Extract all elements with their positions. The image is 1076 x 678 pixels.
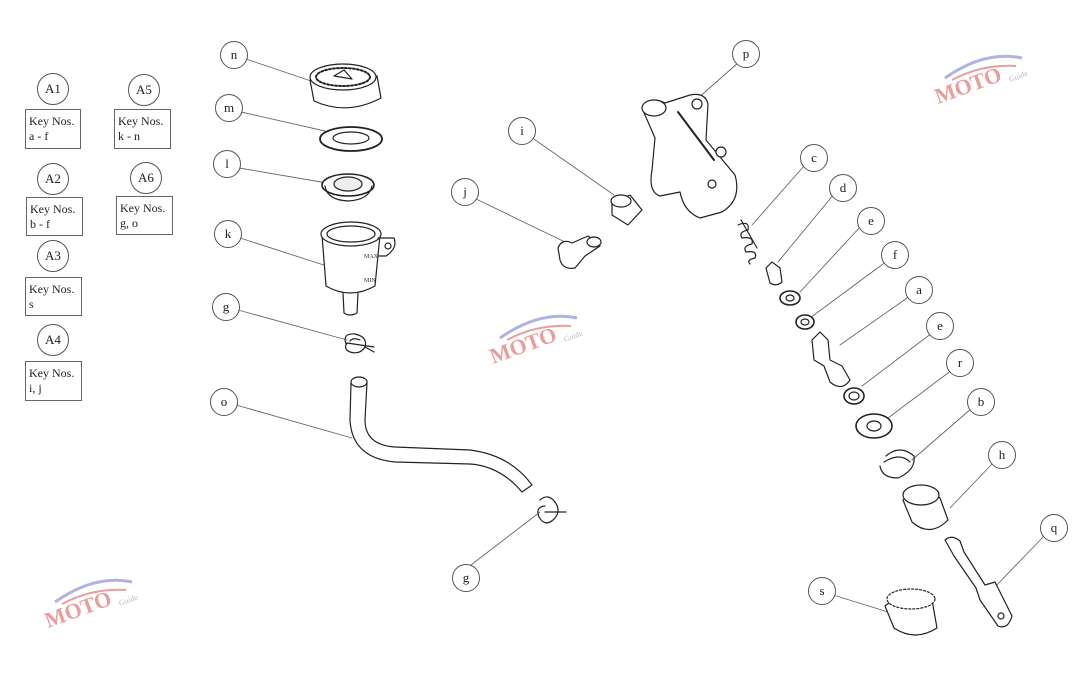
kit-line: s bbox=[29, 297, 34, 311]
part-m-washer bbox=[319, 126, 383, 152]
kit-id: A1 bbox=[37, 73, 69, 105]
leader-lines bbox=[235, 58, 1046, 613]
svg-text:MAX: MAX bbox=[364, 254, 379, 260]
kit-line: Key Nos. bbox=[118, 114, 164, 128]
part-n-reservoir-cap bbox=[309, 63, 382, 109]
kit-id: A3 bbox=[37, 240, 69, 272]
part-h-cap bbox=[902, 484, 949, 531]
watermark-logo: MOTO Guide bbox=[931, 54, 1030, 109]
part-i-boot bbox=[610, 194, 643, 226]
watermark-mark: MOTO bbox=[931, 62, 1005, 109]
part-a-piston bbox=[811, 331, 851, 388]
part-r-washer bbox=[855, 413, 893, 439]
watermark-sub: Guide bbox=[563, 329, 585, 344]
part-g-clip-upper bbox=[344, 333, 375, 354]
kit-line: g, o bbox=[120, 216, 138, 230]
svg-text:MIN: MIN bbox=[364, 278, 376, 284]
kit-line: i, j bbox=[29, 381, 42, 395]
kit-line: Key Nos. bbox=[29, 114, 75, 128]
part-e-seal-2 bbox=[843, 387, 865, 405]
callout-n: n bbox=[220, 41, 248, 69]
kit-description: Key Nos. a - f bbox=[25, 109, 81, 149]
kit-line: Key Nos. bbox=[29, 366, 75, 380]
part-g-clip-lower bbox=[537, 496, 567, 524]
watermark-mark: MOTO bbox=[486, 322, 560, 369]
watermark-sub: Guide bbox=[1008, 69, 1030, 84]
callout-h: h bbox=[988, 441, 1016, 469]
callout-a: a bbox=[905, 276, 933, 304]
watermark-sub: Guide bbox=[118, 593, 140, 608]
part-o-hose bbox=[349, 376, 533, 493]
callout-r: r bbox=[946, 349, 974, 377]
callout-g: g bbox=[212, 293, 240, 321]
kit-description: Key Nos. b - f bbox=[26, 197, 83, 236]
callout-p: p bbox=[732, 40, 760, 68]
callout-c: c bbox=[800, 144, 828, 172]
kit-id: A4 bbox=[37, 324, 69, 356]
kit-id: A6 bbox=[130, 162, 162, 194]
watermark-logo: MOTO Guide bbox=[41, 578, 140, 633]
callout-g-lower: g bbox=[452, 564, 480, 592]
kit-description: Key Nos. k - n bbox=[114, 109, 171, 149]
part-j-fitting bbox=[557, 235, 602, 269]
part-f-washer bbox=[795, 314, 815, 330]
callout-d: d bbox=[829, 174, 857, 202]
callout-b: b bbox=[967, 388, 995, 416]
part-s-dust-cover bbox=[884, 588, 938, 636]
callout-q: q bbox=[1040, 514, 1068, 542]
kit-line: Key Nos. bbox=[30, 202, 76, 216]
kit-line: Key Nos. bbox=[29, 282, 75, 296]
callout-e-2: e bbox=[926, 312, 954, 340]
kit-line: Key Nos. bbox=[120, 201, 166, 215]
kit-description: Key Nos. g, o bbox=[116, 196, 173, 235]
kit-line: k - n bbox=[118, 129, 140, 143]
callout-j: j bbox=[451, 178, 479, 206]
callout-o: o bbox=[210, 388, 238, 416]
part-k-reservoir: MAX MIN bbox=[320, 221, 396, 316]
part-d-cup bbox=[765, 261, 783, 286]
callout-f: f bbox=[881, 241, 909, 269]
kit-id: A5 bbox=[128, 74, 160, 106]
callout-m: m bbox=[215, 94, 243, 122]
part-l-diaphragm bbox=[321, 173, 375, 202]
part-b-circlip bbox=[879, 449, 915, 479]
part-e-seal-1 bbox=[779, 290, 801, 306]
kit-description: Key Nos. s bbox=[25, 277, 82, 316]
callout-s: s bbox=[808, 577, 836, 605]
part-q-push-rod bbox=[944, 536, 1013, 628]
callout-l: l bbox=[213, 150, 241, 178]
callout-i: i bbox=[508, 117, 536, 145]
part-p-master-cylinder bbox=[641, 93, 738, 219]
callout-e: e bbox=[857, 207, 885, 235]
watermark-logo: MOTO Guide bbox=[486, 314, 585, 369]
kit-id: A2 bbox=[37, 163, 69, 195]
kit-description: Key Nos. i, j bbox=[25, 361, 82, 401]
watermark-mark: MOTO bbox=[41, 586, 115, 633]
callout-k: k bbox=[214, 220, 242, 248]
part-c-spring bbox=[737, 219, 758, 265]
kit-line: b - f bbox=[30, 217, 50, 231]
kit-line: a - f bbox=[29, 129, 49, 143]
